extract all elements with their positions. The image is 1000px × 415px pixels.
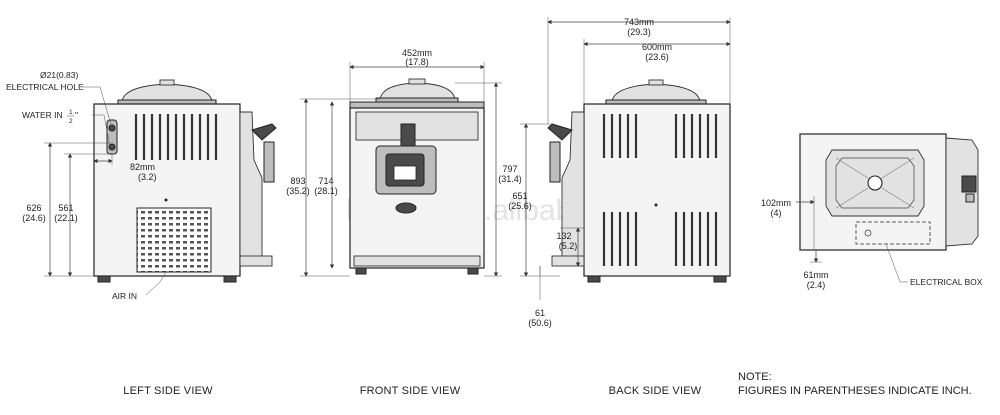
top-lid-knob [867, 175, 883, 191]
front-width-in: (17.8) [405, 57, 429, 67]
electrical-box-outline [855, 221, 931, 245]
back-depth-body-mm: 600mm [642, 42, 672, 52]
left-height-outer-in: (24.6) [22, 213, 46, 223]
front-height-right-in: (31.4) [498, 174, 522, 184]
back-tray-height-mm: 132 [556, 231, 571, 241]
top-bottom-mm: 61mm [803, 270, 828, 280]
front-side-view [300, 62, 502, 277]
front-width-mm: 452mm [402, 48, 432, 58]
front-top-panel [349, 101, 485, 109]
back-lower-louvers [602, 212, 718, 266]
front-badge [395, 202, 417, 214]
caption-back-side-view: BACK SIDE VIEW [609, 385, 702, 397]
top-offset-in: (4) [771, 208, 782, 218]
left-dispense-handle [251, 123, 277, 141]
left-louvers [134, 114, 218, 160]
left-drip-tray [239, 255, 273, 267]
front-height-body-in: (28.1) [314, 186, 338, 196]
air-in-grille [136, 207, 212, 273]
front-height-right-mm: 797 [502, 164, 517, 174]
left-height-inner-mm: 561 [58, 203, 73, 213]
back-body [583, 103, 731, 277]
back-tray-height-in: (5.2) [559, 241, 578, 251]
back-side-view [520, 17, 731, 300]
front-drip-tray [353, 255, 481, 267]
back-depth-body-in: (23.6) [645, 52, 669, 62]
air-in-label: AIR IN [112, 291, 137, 301]
note-title: NOTE: [738, 371, 772, 383]
back-foot-in: (50.6) [528, 318, 552, 328]
left-depth-mm: 82mm [130, 162, 155, 172]
water-in-fraction-den: 2 [69, 118, 73, 125]
back-depth-total-in: (29.3) [627, 27, 651, 37]
top-view [796, 133, 979, 283]
front-hopper-lid [379, 82, 456, 100]
left-depth-in: (3.2) [138, 172, 157, 182]
front-height-body-mm: 714 [318, 176, 333, 186]
front-height-total-mm: 893 [290, 176, 305, 186]
back-depth-total-mm: 743mm [624, 17, 654, 27]
electrical-hole-size: Ø21(0.83) [40, 70, 78, 80]
front-hopper-window [355, 111, 479, 141]
front-height-total-in: (35.2) [286, 186, 310, 196]
water-in-fraction-num: 1 [69, 109, 73, 116]
caption-left-side-view: LEFT SIDE VIEW [123, 385, 213, 397]
left-height-inner-in: (22.1) [54, 213, 78, 223]
left-hopper-lid [121, 83, 213, 102]
top-offset-mm: 102mm [761, 198, 791, 208]
note-text: FIGURES IN PARENTHESES INDICATE INCH. [738, 385, 972, 397]
back-height-in: (25.6) [508, 201, 532, 211]
top-bottom-in: (2.4) [807, 280, 826, 290]
water-inlet-hole [108, 143, 116, 151]
back-upper-louvers [602, 114, 718, 158]
left-lid-knob [159, 79, 175, 86]
water-in-unit: " [75, 110, 78, 120]
back-height-mm: 651 [512, 191, 527, 201]
back-foot-mm: 61 [535, 308, 545, 318]
left-nozzle [263, 141, 275, 183]
left-height-outer-mm: 626 [26, 203, 41, 213]
electrical-box-label: ELECTRICAL BOX [910, 277, 983, 287]
left-side-view [44, 79, 277, 296]
electrical-hole-label: ELECTRICAL HOLE [6, 82, 84, 92]
caption-front-side-view: FRONT SIDE VIEW [360, 385, 461, 397]
water-in-label: WATER IN [22, 110, 63, 120]
